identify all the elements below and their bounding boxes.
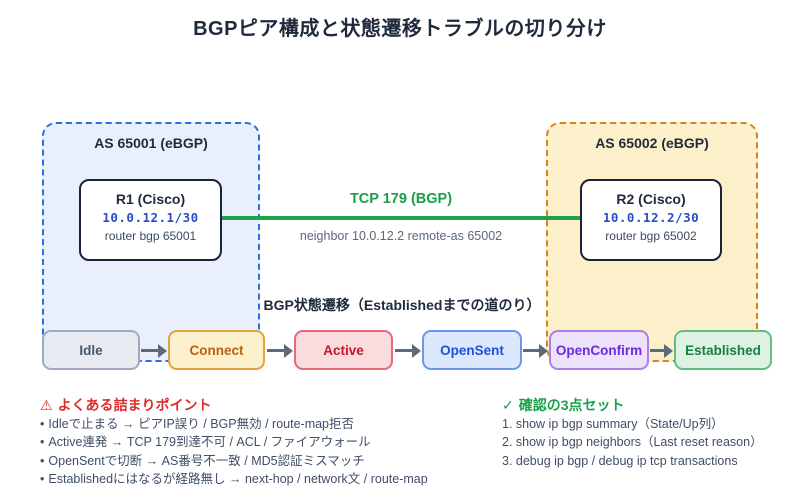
- checks-section: ✓確認の3点セット 1. show ip bgp summary（State/U…: [502, 395, 792, 470]
- r2-config: router bgp 65002: [605, 229, 697, 243]
- state-transition-heading: BGP状態遷移（Establishedまでの道のり）: [263, 297, 541, 313]
- arrow-right-icon: [523, 343, 548, 358]
- pitfall-item: •OpenSentで切断 → AS番号不一致 / MD5認証ミスマッチ: [40, 452, 480, 470]
- bullet-icon: •: [40, 435, 45, 450]
- state-opensent: OpenSent: [422, 330, 522, 370]
- state-active-label: Active: [323, 342, 364, 358]
- bullet-icon: •: [40, 453, 45, 468]
- as-65001-label: AS 65001 (eBGP): [94, 135, 208, 151]
- state-opensent-label: OpenSent: [440, 342, 504, 358]
- state-idle-label: Idle: [79, 342, 103, 358]
- bullet-icon: •: [40, 471, 45, 486]
- pitfalls-title: ⚠よくある詰まりポイント: [40, 395, 480, 415]
- check-item: 2. show ip bgp neighbors（Last reset reas…: [502, 435, 763, 450]
- state-openconfirm-label: OpenConfirm: [555, 342, 643, 358]
- state-connect: Connect: [168, 330, 265, 370]
- bullet-icon: •: [40, 417, 45, 431]
- state-idle: Idle: [42, 330, 140, 370]
- arrow-right-icon: [395, 343, 421, 358]
- page-title: BGPピア構成と状態遷移トラブルの切り分け: [193, 18, 607, 40]
- check-item: 1. show ip bgp summary（State/Up列）: [502, 417, 724, 431]
- state-active: Active: [294, 330, 393, 370]
- warning-icon: ⚠: [40, 397, 53, 413]
- pitfall-item: •Establishedにはなるが経路無し → next-hop / netwo…: [40, 470, 480, 488]
- pitfall-item-text: Idleで止まる → ピアIP誤り / BGP無効 / route-map拒否: [48, 417, 355, 431]
- pitfall-item-text: Active連発 → TCP 179到達不可 / ACL / ファイアウォール: [48, 435, 371, 450]
- neighbor-command: neighbor 10.0.12.2 remote-as 65002: [299, 229, 503, 243]
- arrow-right-icon: [267, 343, 293, 358]
- checks-title: ✓確認の3点セット: [502, 395, 792, 415]
- r1-ip-address: 10.0.12.1/30: [102, 210, 199, 225]
- r2-ip-address: 10.0.12.2/30: [602, 210, 700, 225]
- state-openconfirm: OpenConfirm: [549, 330, 649, 370]
- state-established-label: Established: [685, 342, 761, 358]
- pitfalls-title-text: よくある詰まりポイント: [57, 397, 212, 413]
- pitfalls-section: ⚠よくある詰まりポイント •Idleで止まる → ピアIP誤り / BGP無効 …: [40, 395, 480, 488]
- pitfall-item-text: OpenSentで切断 → AS番号不一致 / MD5認証ミスマッチ: [48, 453, 365, 468]
- arrow-right-icon: [141, 343, 167, 358]
- pitfall-item: •Active連発 → TCP 179到達不可 / ACL / ファイアウォール: [40, 433, 480, 451]
- as-65002-label: AS 65002 (eBGP): [595, 135, 709, 151]
- as-65001-box: AS 65001 (eBGP): [42, 122, 260, 362]
- r2-name: R2 (Cisco): [616, 191, 686, 207]
- pitfall-item: •Idleで止まる → ピアIP誤り / BGP無効 / route-map拒否: [40, 415, 480, 433]
- router-r2-box: R2 (Cisco) 10.0.12.2/30 router bgp 65002: [580, 179, 722, 261]
- state-established: Established: [674, 330, 772, 370]
- r1-name: R1 (Cisco): [115, 191, 186, 207]
- router-r1-box: R1 (Cisco) 10.0.12.1/30 router bgp 65001: [79, 179, 222, 261]
- pitfall-item-text: Establishedにはなるが経路無し → next-hop / networ…: [48, 471, 428, 486]
- bgp-session-line: [222, 216, 580, 220]
- checks-title-text: 確認の3点セット: [518, 397, 625, 413]
- arrow-right-icon: [650, 343, 673, 358]
- check-item: 3. debug ip bgp / debug ip tcp transacti…: [502, 453, 738, 468]
- tcp-179-label: TCP 179 (BGP): [349, 191, 453, 207]
- state-connect-label: Connect: [189, 342, 244, 358]
- r1-config: router bgp 65001: [104, 229, 197, 243]
- check-icon: ✓: [502, 397, 514, 413]
